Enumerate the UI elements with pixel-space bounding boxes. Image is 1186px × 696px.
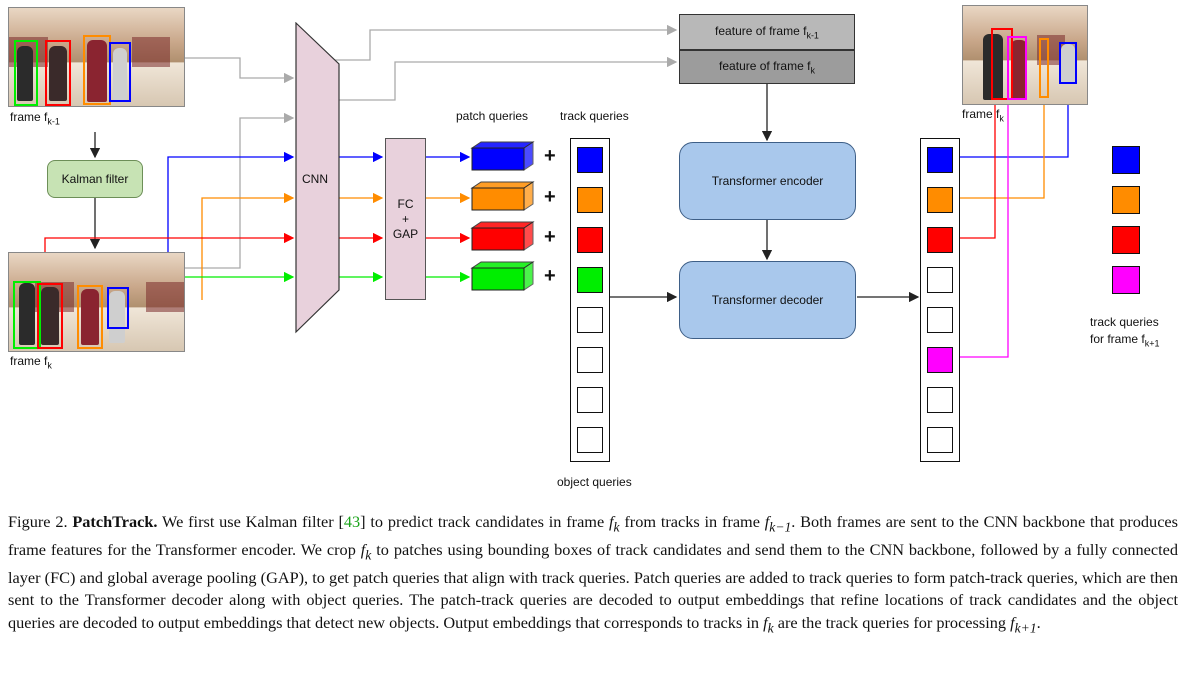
output-embedding-square bbox=[927, 387, 953, 413]
track-queries-label: track queries bbox=[560, 109, 629, 123]
object-query-square bbox=[577, 387, 603, 413]
patchtrack-diagram: frame fk-1 Kalman filter frame fk CNN FC… bbox=[8, 5, 1160, 489]
plus-sign-1: + bbox=[544, 145, 556, 167]
citation-link[interactable]: 43 bbox=[343, 512, 361, 531]
bbox-blue bbox=[109, 42, 131, 102]
plus-sign-3: + bbox=[544, 226, 556, 248]
next-track-query-square bbox=[1112, 146, 1140, 174]
line-out-magenta bbox=[958, 40, 1009, 358]
fc-gap-box: FC + GAP bbox=[385, 138, 426, 300]
figure-caption: Figure 2. PatchTrack. We first use Kalma… bbox=[8, 512, 1179, 636]
frame-prev-image bbox=[8, 7, 185, 107]
output-column bbox=[920, 138, 960, 462]
object-query-square bbox=[577, 347, 603, 373]
track-query-square bbox=[577, 267, 603, 293]
arrow-patch-blue-in bbox=[167, 151, 295, 280]
bbox-orange bbox=[83, 35, 111, 105]
object-query-square bbox=[577, 427, 603, 453]
object-query-square bbox=[577, 307, 603, 333]
output-embedding-square bbox=[927, 347, 953, 373]
frame-cur-label: frame fk bbox=[10, 354, 52, 371]
arrow-cnn-to-feature-prev bbox=[335, 24, 678, 61]
patch-query-cube bbox=[470, 141, 535, 171]
feature-cur-box: feature of frame fk bbox=[679, 50, 855, 84]
track-query-square bbox=[577, 147, 603, 173]
caption-title: PatchTrack. bbox=[72, 512, 158, 531]
next-track-query-square bbox=[1112, 226, 1140, 254]
feature-prev-box: feature of frame fk-1 bbox=[679, 14, 855, 50]
next-queries-label: track queries for frame fk+1 bbox=[1090, 315, 1160, 349]
transformer-decoder-box: Transformer decoder bbox=[679, 261, 856, 339]
arrow-prev-frame-to-cnn bbox=[185, 57, 295, 84]
frame-cur-image bbox=[8, 252, 185, 352]
plus-sign-2: + bbox=[544, 186, 556, 208]
bbox-green bbox=[14, 40, 38, 106]
track-query-square bbox=[577, 187, 603, 213]
patch-queries-label: patch queries bbox=[456, 109, 529, 123]
frame-prev-label: frame fk-1 bbox=[10, 110, 60, 127]
output-embedding-square bbox=[927, 187, 953, 213]
line-out-red bbox=[958, 40, 996, 239]
patch-query-cube bbox=[470, 221, 535, 251]
bbox-red bbox=[45, 40, 71, 106]
arrow-cur-frame-to-cnn bbox=[185, 112, 295, 269]
cnn-block bbox=[295, 22, 340, 334]
gap-label: GAP bbox=[392, 226, 419, 241]
output-embedding-square bbox=[927, 427, 953, 453]
frame-right-label: frame fk bbox=[962, 107, 1004, 124]
fc-plus-label: + bbox=[401, 211, 409, 226]
output-embedding-square bbox=[927, 267, 953, 293]
patch-query-cube bbox=[470, 261, 535, 291]
cnn-label: CNN bbox=[302, 172, 328, 186]
fc-label: FC bbox=[397, 196, 414, 211]
arrow-cnn-to-feature-cur bbox=[335, 56, 678, 101]
transformer-encoder-box: Transformer encoder bbox=[679, 142, 856, 220]
next-track-query-square bbox=[1112, 266, 1140, 294]
output-embedding-square bbox=[927, 307, 953, 333]
output-embedding-square bbox=[927, 147, 953, 173]
frame-right-image bbox=[962, 5, 1088, 105]
query-column bbox=[570, 138, 610, 462]
track-query-square bbox=[577, 227, 603, 253]
object-queries-label: object queries bbox=[557, 475, 632, 489]
arrow-patch-orange-in bbox=[201, 192, 295, 300]
patch-query-cubes bbox=[470, 141, 535, 291]
next-track-query-square bbox=[1112, 186, 1140, 214]
plus-sign-4: + bbox=[544, 265, 556, 287]
output-embedding-square bbox=[927, 227, 953, 253]
kalman-filter-box: Kalman filter bbox=[47, 160, 143, 198]
patch-query-cube bbox=[470, 181, 535, 211]
